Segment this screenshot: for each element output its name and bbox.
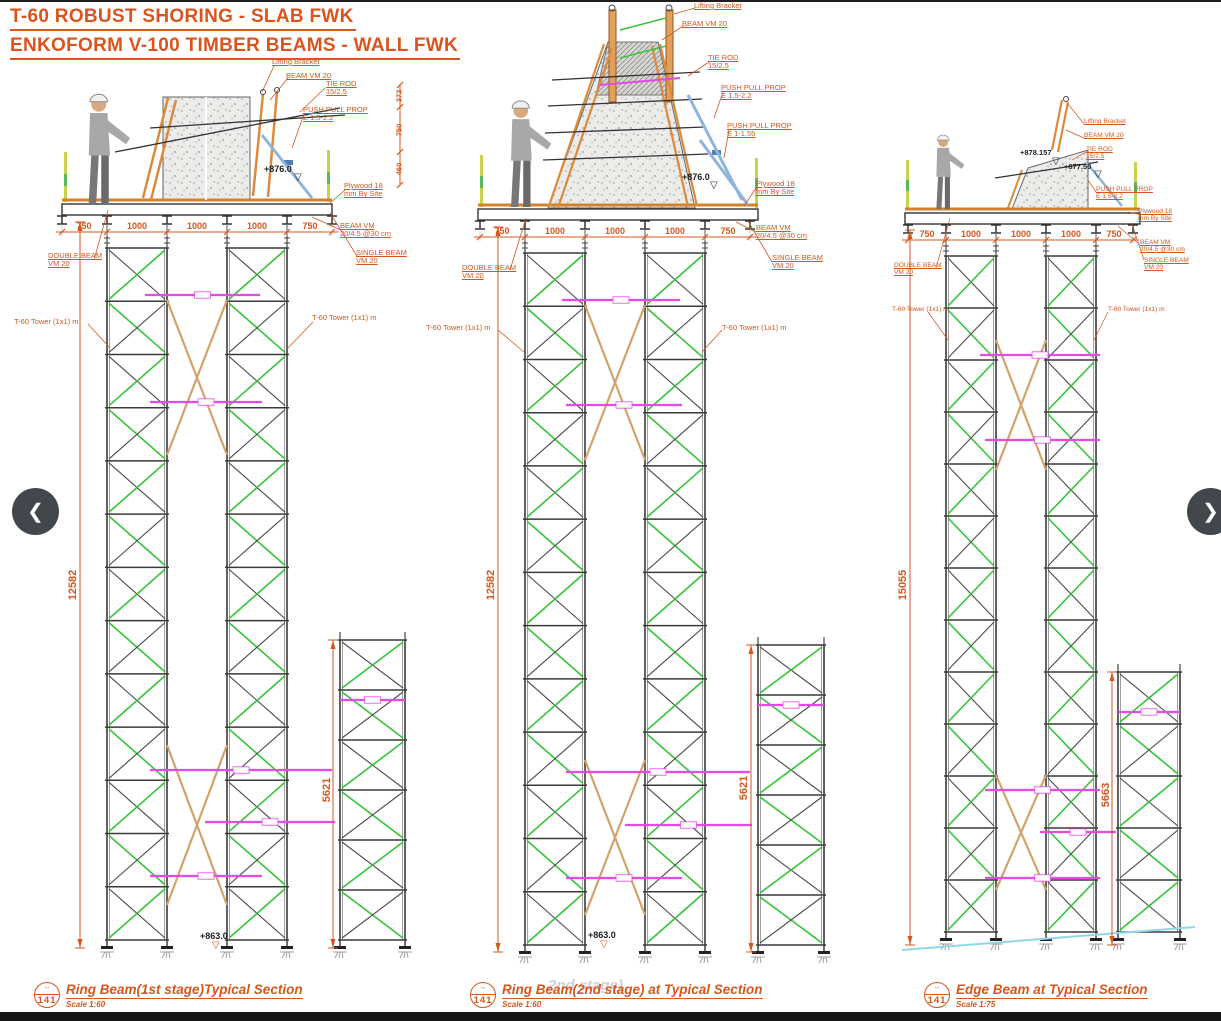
prev-page-button[interactable]: ❮ [12, 488, 59, 535]
detail-ref-bubble: -- 141 [470, 982, 496, 1008]
detail-ref-bubble: -- 141 [34, 982, 60, 1008]
detail-ref-bubble: -- 141 [924, 982, 950, 1008]
section-1-caption: -- 141 Ring Beam(1st stage)Typical Secti… [34, 982, 303, 1009]
caption-scale: Scale 1:75 [956, 1000, 996, 1009]
top-border [0, 0, 1221, 2]
drawing-title: T-60 ROBUST SHORING - SLAB FWK ENKOFORM … [10, 6, 461, 64]
caption-scale: Scale 1:60 [502, 1000, 542, 1009]
title-line-1: T-60 ROBUST SHORING - SLAB FWK [10, 6, 356, 31]
ref-top: -- [925, 983, 949, 995]
caption-title: Edge Beam at Typical Section [956, 982, 1148, 999]
ref-number: 141 [473, 995, 493, 1006]
bottom-border [0, 1012, 1221, 1021]
section-3-caption: -- 141 Edge Beam at Typical Section Scal… [924, 982, 1148, 1009]
ref-top: -- [35, 983, 59, 995]
title-line-2: ENKOFORM V-100 TIMBER BEAMS - WALL FWK [10, 35, 461, 60]
caption-title: Ring Beam(2nd stage) at Typical Section [502, 982, 763, 999]
section-2-caption: -- 141 Ring Beam(2nd stage) at Typical S… [470, 982, 763, 1009]
ref-number: 141 [927, 995, 947, 1006]
caption-title: Ring Beam(1st stage)Typical Section [66, 982, 303, 999]
caption-scale: Scale 1:60 [66, 1000, 106, 1009]
ref-top: -- [471, 983, 495, 995]
ref-number: 141 [37, 995, 57, 1006]
next-page-button[interactable]: ❯ [1187, 488, 1221, 535]
